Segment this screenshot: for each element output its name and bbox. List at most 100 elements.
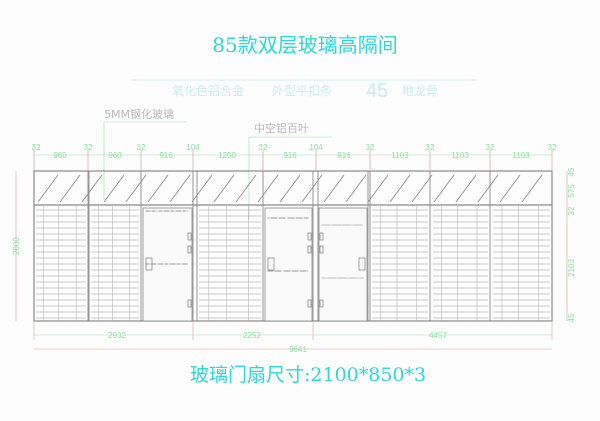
door-texture-dot	[173, 263, 175, 265]
top-dimension-label: 32	[486, 143, 495, 152]
subtitle-trim: 外型平扣条	[272, 84, 332, 98]
door-hinge-icon	[187, 232, 192, 241]
door-texture-dot	[325, 224, 327, 226]
door-texture-dot	[175, 210, 177, 212]
door-texture-dot	[179, 263, 181, 265]
door-texture-dot	[299, 270, 301, 272]
glass-hatch	[411, 174, 433, 203]
door-texture-dot	[272, 217, 274, 219]
top-dimension-label: 32	[32, 143, 41, 152]
subtitle-material: 氧化色铝合金	[172, 83, 244, 98]
door-texture-dot	[291, 270, 293, 272]
top-dimension-label: 1103	[451, 151, 469, 160]
door-texture-dot	[280, 217, 282, 219]
door-texture-dot	[145, 210, 147, 212]
right-dimension-label: 2103	[567, 259, 576, 277]
door-texture-dot	[328, 277, 330, 279]
bottom-dimension-label: 2932	[108, 331, 126, 340]
bottom-dimension-label: 4457	[429, 331, 447, 340]
glass-label: 5MM钢化玻璃	[104, 107, 174, 121]
door-texture-dot	[303, 217, 305, 219]
door-texture-dot	[179, 210, 181, 212]
door-texture-dot	[300, 270, 302, 272]
door-texture-dot	[298, 217, 300, 219]
door-texture-dot	[302, 270, 304, 272]
door-texture-dot	[347, 224, 349, 226]
door-texture-dot	[276, 217, 278, 219]
door-leaf	[264, 207, 313, 322]
door-texture-dot	[268, 217, 270, 219]
door-texture-dot	[322, 277, 324, 279]
glass-hatch	[499, 174, 521, 203]
door-texture-dot	[301, 270, 303, 272]
door-texture-dot	[275, 217, 277, 219]
door-texture-dot	[185, 210, 187, 212]
door-texture-dot	[277, 270, 279, 272]
door-texture-dot	[295, 270, 297, 272]
door-texture-dot	[153, 263, 155, 265]
door-texture-dot	[163, 210, 165, 212]
door-hinge-icon	[307, 245, 312, 254]
glass-hatch	[367, 174, 389, 203]
top-dimension-label: 32	[259, 143, 268, 152]
top-dimension-label: 104	[186, 143, 200, 152]
total-height-label: 2800	[12, 237, 21, 255]
door-texture-dot	[300, 217, 302, 219]
door-texture-dot	[339, 224, 341, 226]
door-texture-dot	[344, 277, 346, 279]
door-texture-dot	[292, 270, 294, 272]
door-hinge-icon	[307, 299, 312, 308]
top-dimension-label: 32	[137, 143, 146, 152]
glass-hatch	[521, 174, 543, 203]
door-texture-dot	[333, 224, 335, 226]
partition-frame	[33, 170, 553, 322]
glass-hatch	[323, 174, 345, 203]
glass-hatch	[191, 174, 213, 203]
door-texture-dot	[350, 277, 352, 279]
door-texture-dot	[147, 210, 149, 212]
door-texture-dot	[146, 210, 148, 212]
door-texture-dot	[337, 224, 339, 226]
door-texture-dot	[362, 277, 364, 279]
door-texture-dot	[153, 210, 155, 212]
door-texture-dot	[147, 263, 149, 265]
glass-hatch	[433, 174, 455, 203]
door-texture-dot	[160, 263, 162, 265]
door-texture-dot	[286, 270, 288, 272]
door-texture-dot	[356, 277, 358, 279]
door-texture-dot	[186, 263, 188, 265]
door-texture-dot	[271, 217, 273, 219]
door-texture-dot	[282, 217, 284, 219]
top-dimension-label: 916	[337, 151, 351, 160]
glass-hatch	[103, 174, 125, 203]
top-dimension-label: 960	[53, 151, 67, 160]
louver-leader	[248, 136, 332, 220]
door-texture-dot	[176, 263, 178, 265]
door-texture-dot	[288, 270, 290, 272]
door-size-note: 玻璃门扇尺寸:2100*850*3	[190, 364, 426, 386]
door-texture-dot	[278, 217, 280, 219]
door-texture-dot	[150, 263, 152, 265]
right-dimension-label: 575	[567, 184, 576, 198]
door-texture-dot	[329, 224, 331, 226]
door-texture-dot	[324, 277, 326, 279]
top-dimension-label: 916	[159, 151, 173, 160]
door-texture-dot	[336, 277, 338, 279]
door-handle-icon	[267, 257, 275, 271]
door-texture-dot	[348, 277, 350, 279]
door-texture-dot	[152, 210, 154, 212]
door-texture-dot	[161, 210, 163, 212]
door-texture-dot	[171, 210, 173, 212]
door-texture-dot	[170, 263, 172, 265]
door-texture-dot	[292, 217, 294, 219]
glass-hatch	[455, 174, 477, 203]
door-texture-dot	[154, 210, 156, 212]
door-texture-dot	[267, 270, 269, 272]
door-texture-dot	[183, 263, 185, 265]
door-texture-dot	[185, 263, 187, 265]
door-texture-dot	[148, 263, 150, 265]
door-texture-dot	[184, 210, 186, 212]
glass-hatch	[59, 174, 81, 203]
top-dimension-label: 32	[548, 143, 557, 152]
door-texture-dot	[267, 217, 269, 219]
